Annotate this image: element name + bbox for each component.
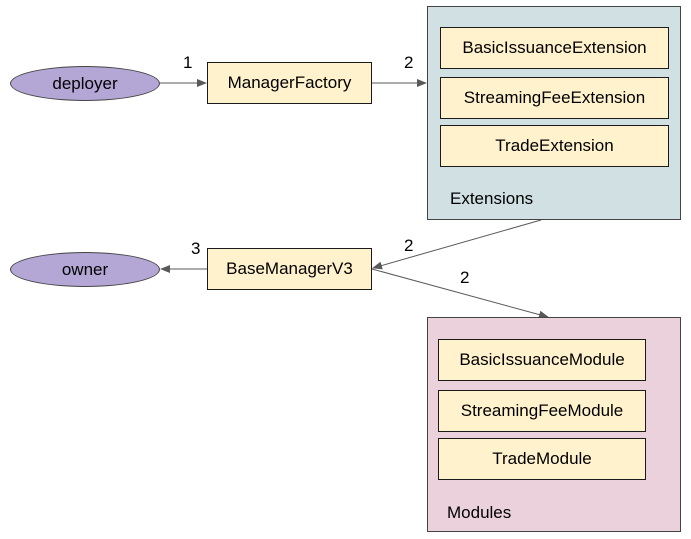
edge-manager-to-modules [371,268,549,319]
edge-extensions-to-manager [372,219,542,270]
edge-label-step-2-modules: 2 [460,268,470,287]
extensions-group-title: Extensions [450,189,534,208]
extension-item: BasicIssuanceExtension [440,27,669,69]
edge-label-step-1: 1 [183,53,193,72]
extension-item: StreamingFeeExtension [440,77,669,119]
edge-label-step-2-extensions: 2 [404,236,414,255]
module-item-label: TradeModule [492,449,592,468]
manager-factory-box: ManagerFactory [207,62,372,104]
deployer-actor: deployer [10,66,160,101]
extension-item-label: TradeExtension [495,136,614,155]
base-manager-label: BaseManagerV3 [226,259,353,278]
base-manager-box: BaseManagerV3 [207,248,372,290]
owner-actor: owner [10,252,160,287]
deployer-label: deployer [52,73,118,93]
manager-factory-label: ManagerFactory [227,73,352,92]
extension-item-label: BasicIssuanceExtension [462,38,647,57]
owner-label: owner [61,259,109,279]
modules-group: BasicIssuanceModule StreamingFeeModule T… [427,317,681,532]
module-item: TradeModule [438,438,646,480]
extension-item-label: StreamingFeeExtension [463,88,646,107]
module-item-label: StreamingFeeModule [460,401,624,420]
modules-group-title: Modules [447,503,512,522]
extension-item: TradeExtension [440,125,669,167]
module-item: BasicIssuanceModule [438,339,646,381]
edge-label-step-3: 3 [191,239,201,258]
module-item-label: BasicIssuanceModule [459,350,625,369]
extensions-group: BasicIssuanceExtension StreamingFeeExten… [427,6,681,220]
edge-label-step-2-factory: 2 [404,53,414,72]
module-item: StreamingFeeModule [438,390,646,432]
